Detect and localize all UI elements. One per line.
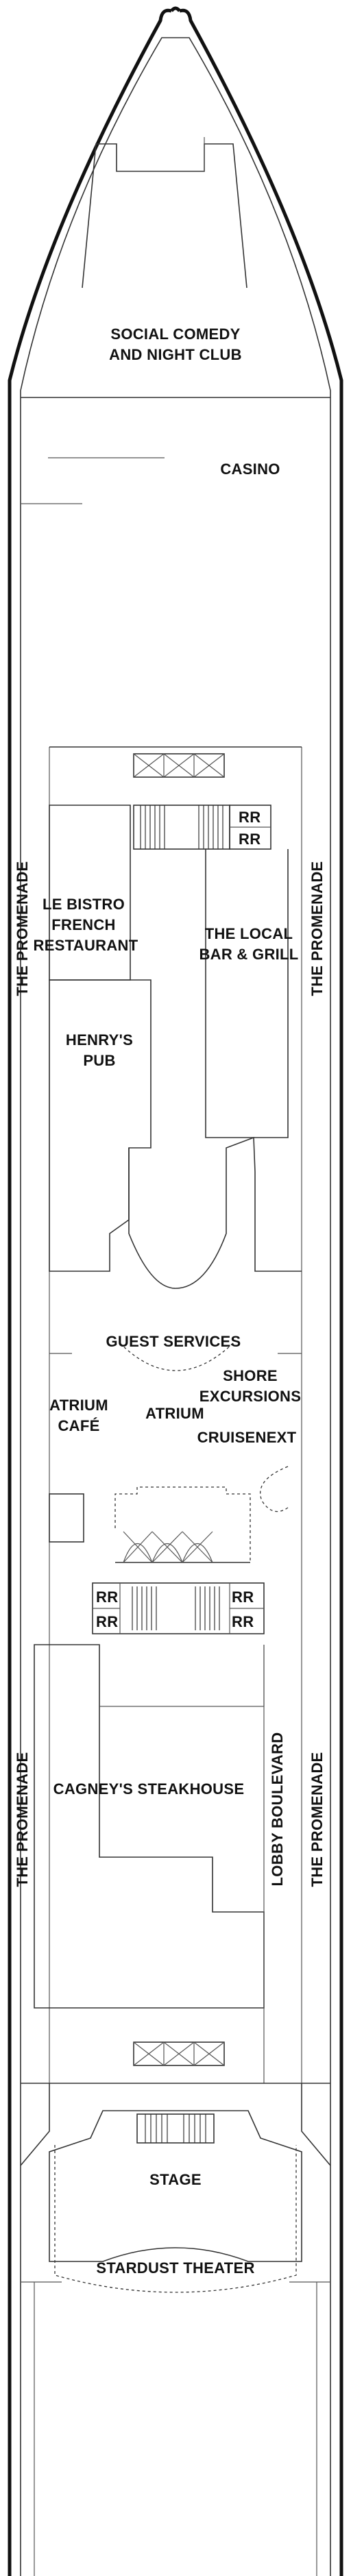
club-outline <box>82 143 247 289</box>
shore-excursions-label-1: SHORE <box>223 1367 278 1384</box>
le-bistro-label-2: FRENCH <box>51 916 115 933</box>
restroom-mid-1: RR <box>96 1588 118 1606</box>
atrium-upper-curve <box>128 1136 302 1289</box>
social-comedy-label-2: AND NIGHT CLUB <box>109 346 242 363</box>
elevator-bank-mid <box>115 1531 250 1563</box>
stage-label: STAGE <box>149 2171 202 2188</box>
local-bar-outline <box>205 849 289 1138</box>
restroom-mid-3: RR <box>232 1588 254 1606</box>
inner-wall-left <box>20 37 331 2576</box>
henrys-pub-outline <box>49 979 152 1272</box>
atrium-cafe-label-2: CAFÉ <box>58 1417 99 1434</box>
theater-seating-left <box>21 2281 62 2576</box>
stairs-fore <box>133 805 271 850</box>
elevator-bank-fore <box>133 753 225 778</box>
shore-excursions-label-2: EXCURSIONS <box>199 1388 301 1405</box>
theater-seating-right <box>289 2281 330 2576</box>
cagneys-inner <box>99 1645 265 1707</box>
cruisenext-label: CRUISENEXT <box>197 1429 297 1446</box>
guest-services-arc <box>119 1342 234 1371</box>
cruisenext-desk <box>260 1466 289 1512</box>
promenade-label-right-fore: THE PROMENADE <box>308 861 326 996</box>
restroom-mid-2: RR <box>96 1613 118 1630</box>
le-bistro-label-1: LE BISTRO <box>43 896 125 913</box>
stardust-theater-label: STARDUST THEATER <box>96 2259 254 2277</box>
casino-label: CASINO <box>220 461 280 478</box>
theater-outline <box>20 2083 331 2166</box>
cagneys-label: CAGNEY'S STEAKHOUSE <box>53 1780 245 1798</box>
le-bistro-label-3: RESTAURANT <box>34 937 138 954</box>
hull-outline <box>8 8 343 2576</box>
atrium-cafe-label-1: ATRIUM <box>49 1397 108 1414</box>
atrium-cafe-box <box>49 1493 84 1543</box>
stairs-stage <box>136 2113 215 2144</box>
bow-tip <box>170 6 181 12</box>
henrys-pub-label-1: HENRY'S <box>66 1031 133 1048</box>
restroom-fore-2: RR <box>239 831 261 848</box>
social-comedy-label-1: SOCIAL COMEDY <box>110 326 240 343</box>
stairs-mid <box>92 1582 265 1634</box>
restroom-fore-1: RR <box>239 809 261 826</box>
henrys-pub-label-2: PUB <box>83 1052 115 1069</box>
stage-outline <box>49 2110 302 2262</box>
guest-services-label: GUEST SERVICES <box>106 1333 241 1350</box>
elevator-bank-aft <box>133 2041 225 2066</box>
lobby-boulevard-label: LOBBY BOULEVARD <box>269 1732 286 1887</box>
cagneys-outline <box>34 1644 265 2009</box>
the-local-label-1: THE LOCAL <box>205 925 293 942</box>
the-local-label-2: BAR & GRILL <box>199 946 298 963</box>
promenade-label-left-aft: THE PROMENADE <box>14 1752 31 1887</box>
atrium-label: ATRIUM <box>145 1405 204 1422</box>
restroom-mid-4: RR <box>232 1613 254 1630</box>
atrium-elevator-zone <box>114 1486 251 1562</box>
promenade-label-left-fore: THE PROMENADE <box>14 861 31 996</box>
stage-dashed <box>54 2145 297 2293</box>
promenade-label-right-aft: THE PROMENADE <box>308 1752 326 1887</box>
